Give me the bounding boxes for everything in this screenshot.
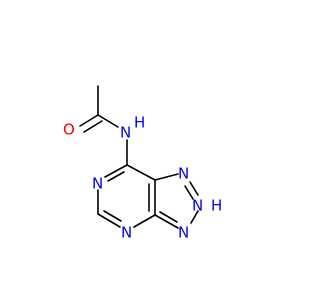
molecule-canvas: O N H N N N N H N: [63, 85, 223, 242]
pyrimidine-n-lower-atom: N: [121, 224, 132, 242]
bond-carbonyl-oxygen-2: [83, 120, 103, 133]
bond-n4-c3a: [133, 214, 156, 228]
bond-carbonyl-amide-n: [97, 114, 119, 128]
oxygen-atom: O: [63, 121, 75, 139]
bond-c7-n6-b: [107, 171, 125, 182]
bond-n2-n3: [190, 210, 199, 224]
bond-c7a-n1: [154, 173, 179, 181]
bond-n3-c3a-a: [154, 214, 179, 229]
bond-c5-n4-b: [103, 210, 122, 222]
bond-c7-n6-a: [104, 164, 128, 178]
triazole-n3-atom: N: [178, 224, 189, 242]
bond-c5-n4-a: [97, 213, 121, 228]
bond-c7a-c7: [126, 164, 156, 181]
triazole-n2-hydrogen-atom: H: [211, 197, 222, 215]
triazole-n2-atom: N: [192, 197, 203, 215]
pyrimidine-n-upper-atom: N: [92, 175, 103, 193]
amide-hydrogen-atom: H: [134, 114, 145, 132]
amide-nitrogen-atom: N: [120, 124, 131, 142]
atom-labels: O N H N N N N H N: [63, 114, 222, 242]
bond-n1-n2-a: [189, 181, 199, 196]
bond-n3-c3a-b: [159, 211, 178, 223]
bond-carbonyl-oxygen-1: [79, 114, 99, 127]
bond-n1-n2-b: [184, 185, 194, 200]
triazole-n1-atom: N: [178, 165, 189, 183]
structure-diagram: O N H N N N N H N: [63, 85, 222, 242]
bonds: [79, 85, 199, 229]
